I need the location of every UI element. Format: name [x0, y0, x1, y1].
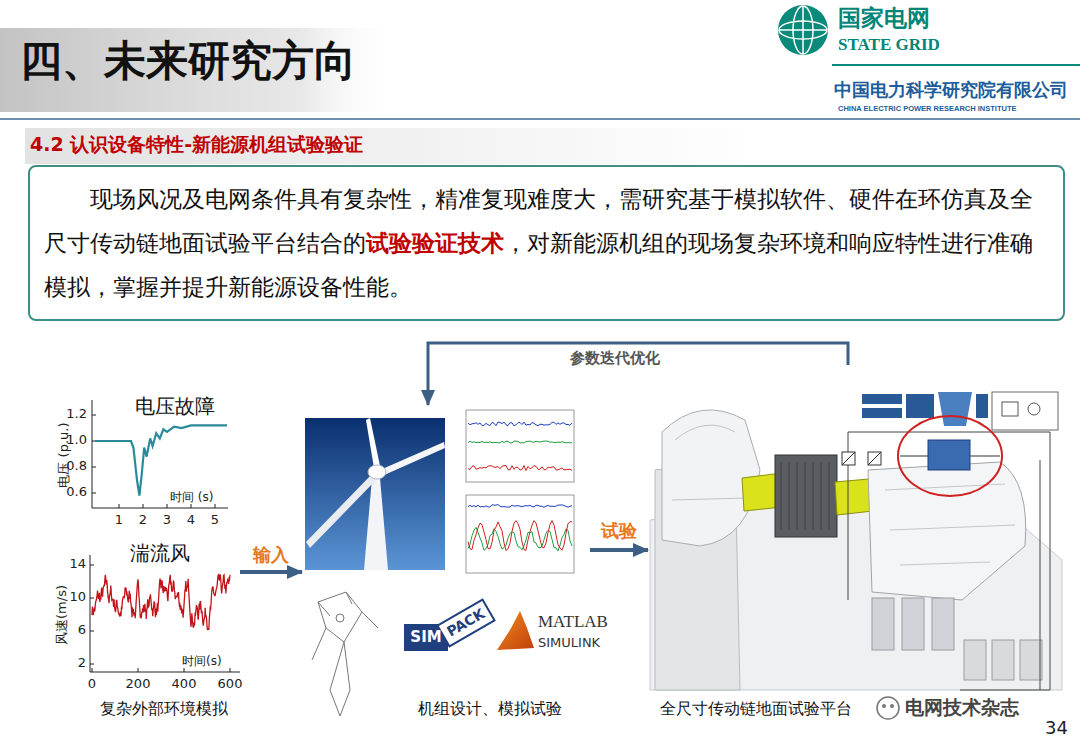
slide-label: 0.6 — [66, 485, 87, 499]
model-panel: 机组设计、模拟试验 — [302, 405, 590, 725]
slide-label: 6 — [78, 623, 86, 637]
slide-label: 0 — [88, 677, 96, 691]
slide-label: 14 — [69, 557, 86, 571]
header-line — [0, 118, 1080, 120]
watermark-icon — [877, 697, 899, 719]
text-panel: 现场风况及电网条件具有复杂性，精准复现难度大，需研究基于模拟软件、硬件在环仿真及… — [28, 165, 1065, 321]
slide-label: 时间 (s) — [170, 491, 213, 504]
slide-label: 1 — [115, 513, 123, 527]
node-label: 湍流风 — [130, 542, 190, 565]
state-grid-logo — [778, 5, 828, 55]
slide-label: SIMULINK — [538, 636, 600, 650]
test-bench-panel: 全尺寸传动链地面试验平台 — [648, 365, 1070, 725]
control-schematic — [842, 392, 1058, 690]
slide-label: STATE GRID — [838, 36, 940, 55]
paragraph: 现场风况及电网条件具有复杂性，精准复现难度大，需研究基于模拟软件、硬件在环仿真及… — [44, 177, 1049, 309]
slide-label: MATLAB — [538, 613, 608, 632]
simulation-plots — [466, 410, 574, 573]
flow-arrow — [240, 570, 302, 574]
edge-label: 试验 — [601, 521, 637, 541]
simpack-logo — [404, 600, 495, 651]
node-label: 全尺寸传动链地面试验平台 — [660, 700, 852, 718]
slide-label: 200 — [126, 677, 151, 691]
slide-label: 34 — [1045, 718, 1068, 738]
slide-label: 风速(m/s) — [55, 585, 69, 645]
title-shadow — [0, 28, 400, 112]
slide-label: 400 — [172, 677, 197, 691]
slide-label: SIM — [410, 629, 441, 646]
slide-label: 0.8 — [66, 459, 87, 473]
slide-label: 4.2 认识设备特性-新能源机组试验验证 — [30, 134, 363, 155]
matlab-logo — [497, 611, 534, 650]
flow-arrow — [428, 343, 848, 405]
subheading-band — [25, 128, 765, 164]
slide-label: 1.0 — [66, 433, 87, 447]
blade-sketch — [312, 592, 378, 716]
slide-label: 国家电网 — [838, 6, 930, 31]
slide-label: 600 — [218, 677, 243, 691]
highlight-text: 试验验证技术 — [366, 230, 504, 256]
wind-turbine-photo — [305, 418, 445, 570]
flow-arrow — [590, 548, 648, 552]
edge-label: 输入 — [253, 545, 289, 565]
slide-title: 四、未来研究方向 — [20, 36, 356, 86]
slide-label: 10 — [69, 590, 86, 604]
node-label: 机组设计、模拟试验 — [418, 700, 562, 718]
edge-label: 参数迭代优化 — [570, 350, 660, 367]
slide-label: 电网技术杂志 — [905, 697, 1019, 718]
slide-label: 2 — [78, 656, 86, 670]
node-label: 复杂外部环境模拟 — [100, 700, 228, 718]
slide-label: 5 — [211, 513, 219, 527]
slide-label: CHINA ELECTRIC POWER RESEARCH INSTITUTE — [838, 105, 1016, 113]
slide-label: 时间(s) — [182, 655, 222, 668]
slide-label: 2 — [139, 513, 147, 527]
slide-label: 1.2 — [66, 407, 87, 421]
slide-label: 4 — [187, 513, 195, 527]
wind-plot — [90, 555, 240, 672]
node-label: 电压故障 — [135, 395, 215, 418]
header-rule — [832, 64, 1080, 66]
slide-label: 3 — [163, 513, 171, 527]
slide-label: 中国电力科学研究院有限公司 — [834, 80, 1068, 100]
test-bench-illustration — [650, 410, 1062, 690]
